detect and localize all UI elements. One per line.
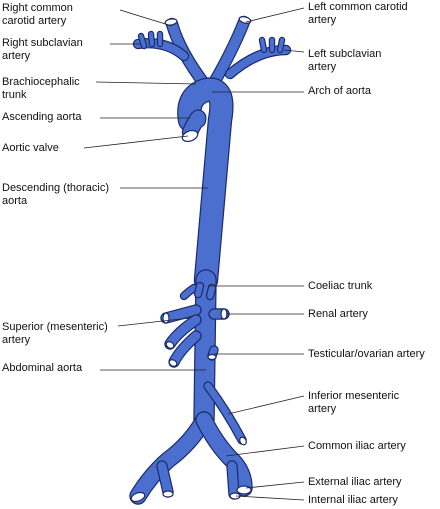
right-common-iliac-artery — [129, 411, 213, 505]
left-external-iliac-end — [236, 485, 252, 495]
leader-aortic-valve — [83, 135, 189, 149]
coeliac-branch-left-fill — [181, 285, 197, 299]
leader-lines — [83, 7, 305, 501]
leader-superior-mesenteric — [117, 317, 191, 327]
right-external-iliac-end — [130, 491, 146, 503]
left-common-iliac-artery-fill — [196, 412, 252, 496]
superior-mesenteric-lower-fill — [169, 331, 201, 367]
left-subclavian-branch-1 — [258, 36, 268, 54]
abdominal-aorta-fill — [194, 270, 216, 430]
right-common-iliac-artery-fill — [130, 412, 212, 504]
sma-end — [165, 341, 175, 349]
superior-mesenteric-lower — [168, 330, 202, 368]
label-external-iliac: External iliac artery — [308, 476, 402, 488]
subclavian-branch-2-fill — [149, 32, 154, 46]
leader-internal-iliac — [235, 495, 305, 501]
coeliac-branch-mid — [193, 281, 205, 299]
testicular-end — [207, 353, 217, 361]
subclavian-branch-1 — [137, 32, 148, 50]
left-subclavian-branch-3-fill — [278, 38, 284, 52]
label-internal-iliac: Internal iliac artery — [308, 494, 398, 506]
leader-external-iliac — [245, 481, 305, 489]
arch-of-aorta — [177, 77, 234, 293]
left-internal-iliac-artery — [226, 460, 240, 500]
subclavian-branch-1-fill — [139, 34, 146, 48]
ascending-aorta-fill — [183, 110, 206, 139]
label-ascending-aorta: Ascending aorta — [2, 111, 82, 123]
label-descending-thoracic: Descending (thoracic)aorta — [2, 182, 109, 207]
coeliac-branch-left — [179, 283, 199, 301]
inferior-mesenteric-artery — [203, 381, 247, 445]
label-renal-artery: Renal artery — [308, 308, 368, 320]
coeliac-branch-mid-fill — [195, 283, 203, 297]
leader-inferior-mesenteric — [227, 395, 305, 415]
label-common-iliac: Common iliac artery — [308, 440, 406, 452]
leader-common-iliac — [225, 445, 305, 457]
label-abdominal-aorta: Abdominal aorta — [2, 362, 83, 374]
renal-right-end — [162, 312, 170, 324]
left-internal-iliac-artery-fill — [227, 461, 239, 499]
left-subclavian-branch-3 — [276, 36, 286, 54]
right-carotid-end — [164, 18, 178, 26]
left-common-iliac-artery — [195, 411, 253, 497]
vessel-tree — [129, 15, 292, 505]
left-subclavian-artery — [224, 44, 292, 80]
leader-right-common-carotid — [119, 9, 173, 27]
leader-left-subclavian — [283, 49, 305, 53]
label-aortic-valve: Aortic valve — [2, 142, 59, 154]
label-testicular-ovarian: Testicular/ovarian artery — [308, 348, 425, 360]
arch-of-aorta-fill — [178, 78, 233, 291]
subclavian-branch-2 — [147, 30, 156, 48]
leader-left-common-carotid — [245, 7, 305, 23]
right-internal-iliac-artery — [156, 460, 174, 498]
label-superior-mesenteric: Superior (mesenteric)artery — [2, 321, 108, 346]
coeliac-branch-right-fill — [207, 285, 215, 299]
label-coeliac-trunk: Coeliac trunk — [308, 280, 373, 292]
renal-artery-right-fill — [161, 305, 201, 323]
label-arch-of-aorta: Arch of aorta — [308, 85, 371, 97]
left-subclavian-branch-1-fill — [260, 38, 266, 52]
renal-artery-right — [160, 304, 202, 324]
right-internal-iliac-artery-fill — [157, 461, 173, 497]
coeliac-branch-right — [205, 283, 217, 301]
right-internal-iliac-end — [162, 490, 174, 498]
abdominal-aorta — [193, 269, 217, 431]
ascending-aorta — [181, 109, 207, 141]
aortic-valve — [181, 129, 199, 143]
inferior-mesenteric-end — [239, 436, 247, 446]
leader-brachiocephalic — [95, 81, 197, 85]
inferior-mesenteric-artery-fill — [204, 382, 246, 444]
sma-lower-end — [168, 359, 178, 367]
